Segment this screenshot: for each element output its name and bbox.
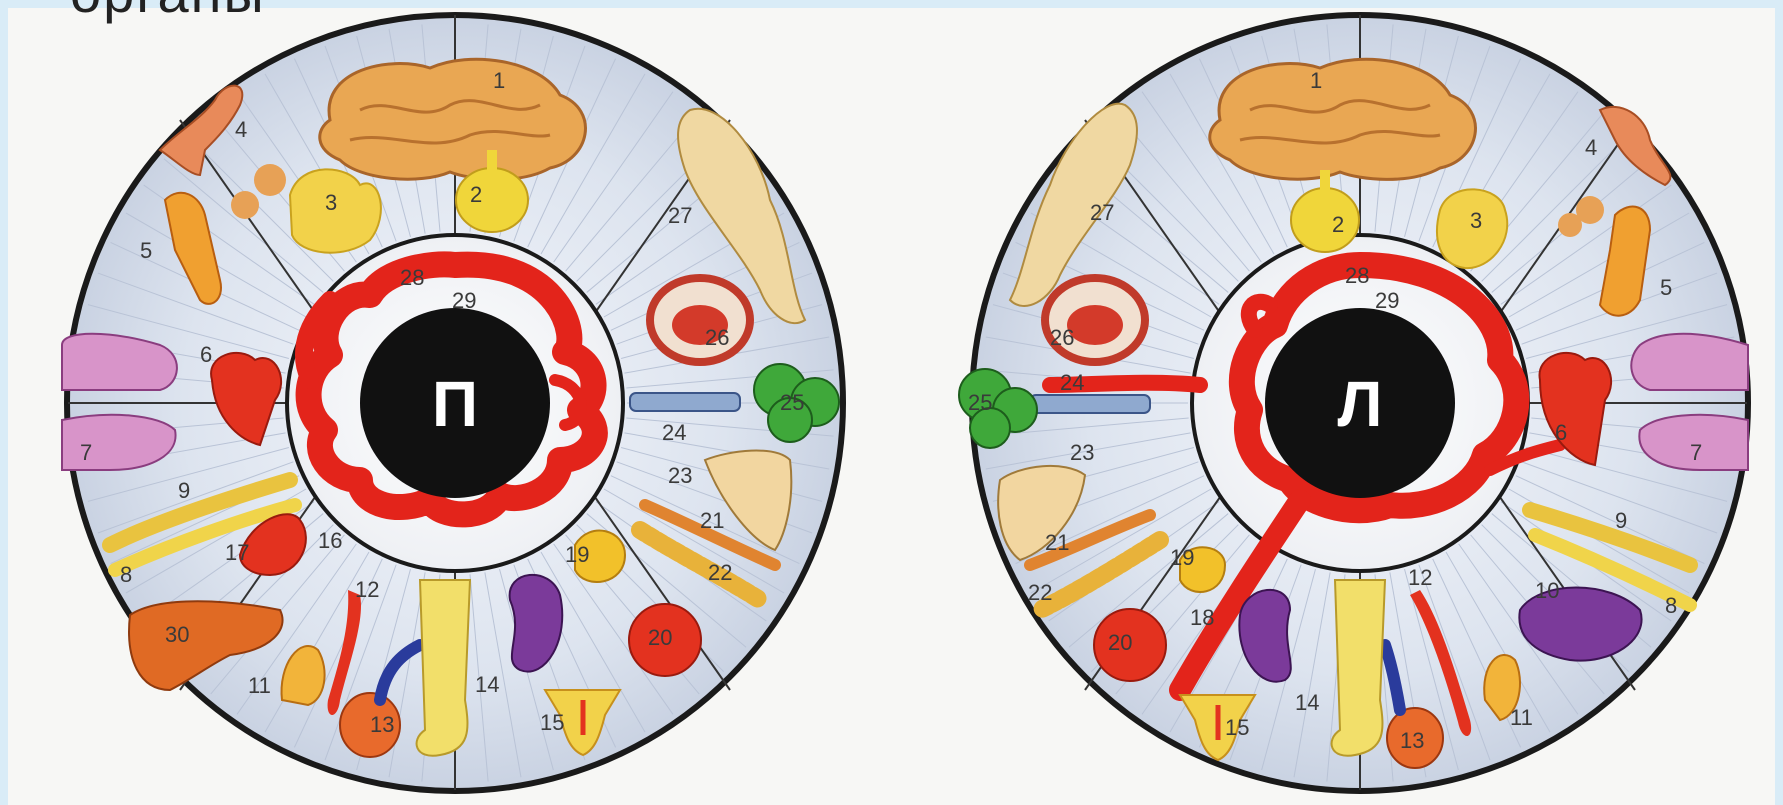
number-label: 26 [705, 325, 729, 350]
number-label: 9 [1615, 508, 1627, 533]
number-label: 8 [1665, 593, 1677, 618]
number-label: 23 [668, 463, 692, 488]
mouth-icon [650, 278, 750, 362]
number-label: 14 [475, 672, 499, 697]
number-label: 18 [1190, 605, 1214, 630]
left-eye-chart: Л [959, 15, 1748, 791]
right-pupil-label: П [432, 368, 478, 440]
number-label: 20 [1108, 630, 1132, 655]
number-label: 15 [540, 710, 564, 735]
number-label: 16 [318, 528, 342, 553]
number-label: 25 [968, 390, 992, 415]
number-label: 6 [1555, 420, 1567, 445]
leg-icon [417, 580, 470, 756]
number-label: 2 [1332, 212, 1344, 237]
right-eye-chart: П [62, 15, 843, 791]
number-label: 13 [1400, 728, 1424, 753]
number-label: 4 [235, 117, 247, 142]
number-label: 12 [355, 577, 379, 602]
number-label: 11 [248, 673, 271, 698]
number-label: 3 [1470, 208, 1482, 233]
number-label: 3 [325, 190, 337, 215]
number-label: 4 [1585, 135, 1597, 160]
number-label: 21 [700, 508, 724, 533]
number-label: 1 [493, 68, 505, 93]
number-label: 1 [1310, 68, 1322, 93]
left-pupil-label: Л [1338, 368, 1383, 440]
number-label: 15 [1225, 715, 1249, 740]
number-label: 24 [1060, 370, 1084, 395]
number-label: 19 [565, 542, 589, 567]
number-label: 7 [1690, 440, 1702, 465]
trachea-icon [1030, 395, 1150, 413]
number-label: 8 [120, 562, 132, 587]
number-label: 11 [1510, 705, 1533, 730]
number-label: 10 [1535, 578, 1559, 603]
number-label: 25 [780, 390, 804, 415]
number-label: 23 [1070, 440, 1094, 465]
number-label: 28 [400, 265, 424, 290]
number-label: 22 [1028, 580, 1052, 605]
number-label: 19 [1170, 545, 1194, 570]
number-label: 12 [1408, 565, 1432, 590]
number-label: 26 [1050, 325, 1074, 350]
number-label: 21 [1045, 530, 1069, 555]
number-label: 5 [140, 238, 152, 263]
number-label: 24 [662, 420, 686, 445]
number-label: 17 [225, 540, 249, 565]
number-label: 27 [1090, 200, 1114, 225]
trachea-icon [630, 393, 740, 411]
number-label: 28 [1345, 263, 1369, 288]
number-label: 29 [1375, 288, 1399, 313]
number-label: 27 [668, 203, 692, 228]
number-label: 22 [708, 560, 732, 585]
number-label: 2 [470, 182, 482, 207]
number-label: 5 [1660, 275, 1672, 300]
number-label: 9 [178, 478, 190, 503]
number-label: 14 [1295, 690, 1319, 715]
number-label: 20 [648, 625, 672, 650]
leg-icon [1332, 580, 1385, 756]
number-label: 7 [80, 440, 92, 465]
number-label: 13 [370, 712, 394, 737]
number-label: 6 [200, 342, 212, 367]
number-label: 29 [452, 288, 476, 313]
number-label: 30 [165, 622, 189, 647]
